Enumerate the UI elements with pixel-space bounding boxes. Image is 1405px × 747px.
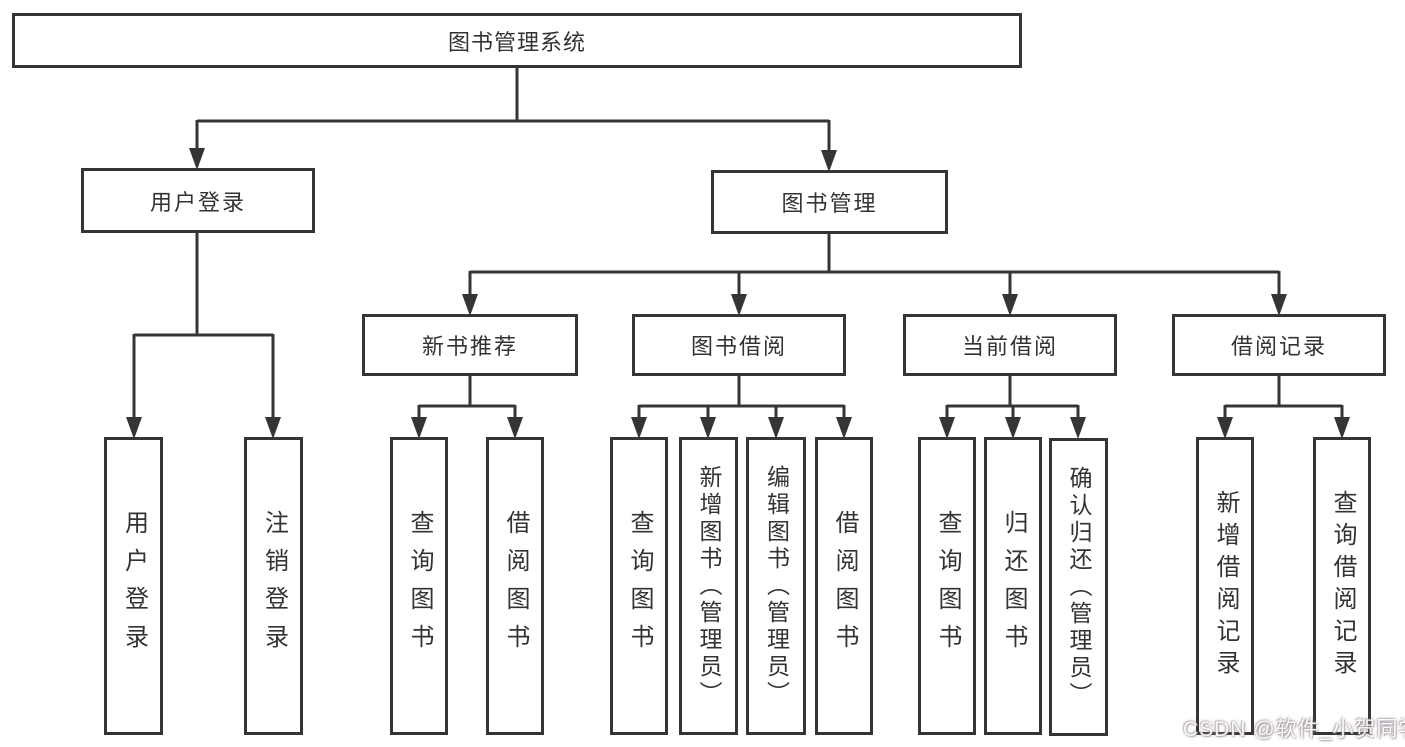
leaf-query-books-2: 查询图书 [610, 437, 668, 735]
node-label: 查询图书 [626, 510, 653, 662]
leaf-add-borrow-record: 新增借阅记录 [1196, 437, 1254, 735]
node-label: 图书管理系统 [447, 29, 586, 55]
node-label: 查询图书 [934, 510, 961, 662]
leaf-query-books-3: 查询图书 [918, 437, 976, 735]
node-label: 查询图书 [406, 510, 433, 662]
leaf-borrow-books-2: 借阅图书 [815, 437, 873, 735]
node-label: 新增图书（管理员） [696, 464, 722, 708]
leaf-borrow-books-1: 借阅图书 [486, 437, 544, 735]
node-user-login-group: 用户登录 [81, 168, 315, 233]
node-label: 新书推荐 [421, 334, 518, 359]
node-label: 用户登录 [120, 510, 148, 662]
node-label: 借阅记录 [1230, 334, 1327, 359]
node-label: 归还图书 [1000, 510, 1027, 662]
node-label: 图书借阅 [690, 334, 787, 359]
leaf-query-borrow-record: 查询借阅记录 [1313, 437, 1371, 735]
node-label: 确认归还（管理员） [1066, 465, 1092, 709]
leaf-query-books-1: 查询图书 [390, 437, 448, 735]
leaf-edit-book-admin: 编辑图书（管理员） [746, 437, 806, 735]
node-current-borrowing: 当前借阅 [903, 314, 1117, 376]
node-label: 借阅图书 [831, 510, 858, 662]
leaf-confirm-return-admin: 确认归还（管理员） [1049, 438, 1108, 736]
leaf-user-login: 用户登录 [104, 437, 163, 735]
node-label: 用户登录 [149, 189, 246, 215]
node-label: 查询借阅记录 [1329, 490, 1356, 682]
node-book-borrowing: 图书借阅 [632, 314, 846, 376]
node-label: 编辑图书（管理员） [763, 464, 790, 708]
leaf-return-books: 归还图书 [984, 437, 1042, 735]
node-label: 图书管理 [781, 191, 878, 216]
node-new-book-recommend: 新书推荐 [362, 314, 578, 376]
leaf-add-book-admin: 新增图书（管理员） [679, 437, 738, 735]
node-library-system: 图书管理系统 [12, 13, 1022, 68]
node-label: 新增借阅记录 [1212, 490, 1239, 682]
arrowhead-icons [126, 148, 1350, 439]
node-borrowing-records: 借阅记录 [1172, 314, 1386, 376]
node-book-management: 图书管理 [711, 170, 948, 234]
leaf-logout: 注销登录 [244, 437, 303, 735]
node-label: 注销登录 [260, 510, 288, 662]
node-label: 当前借阅 [961, 334, 1058, 359]
csdn-watermark: CSDN @软件_小贺同学 [1183, 718, 1405, 741]
node-label: 借阅图书 [502, 510, 529, 662]
